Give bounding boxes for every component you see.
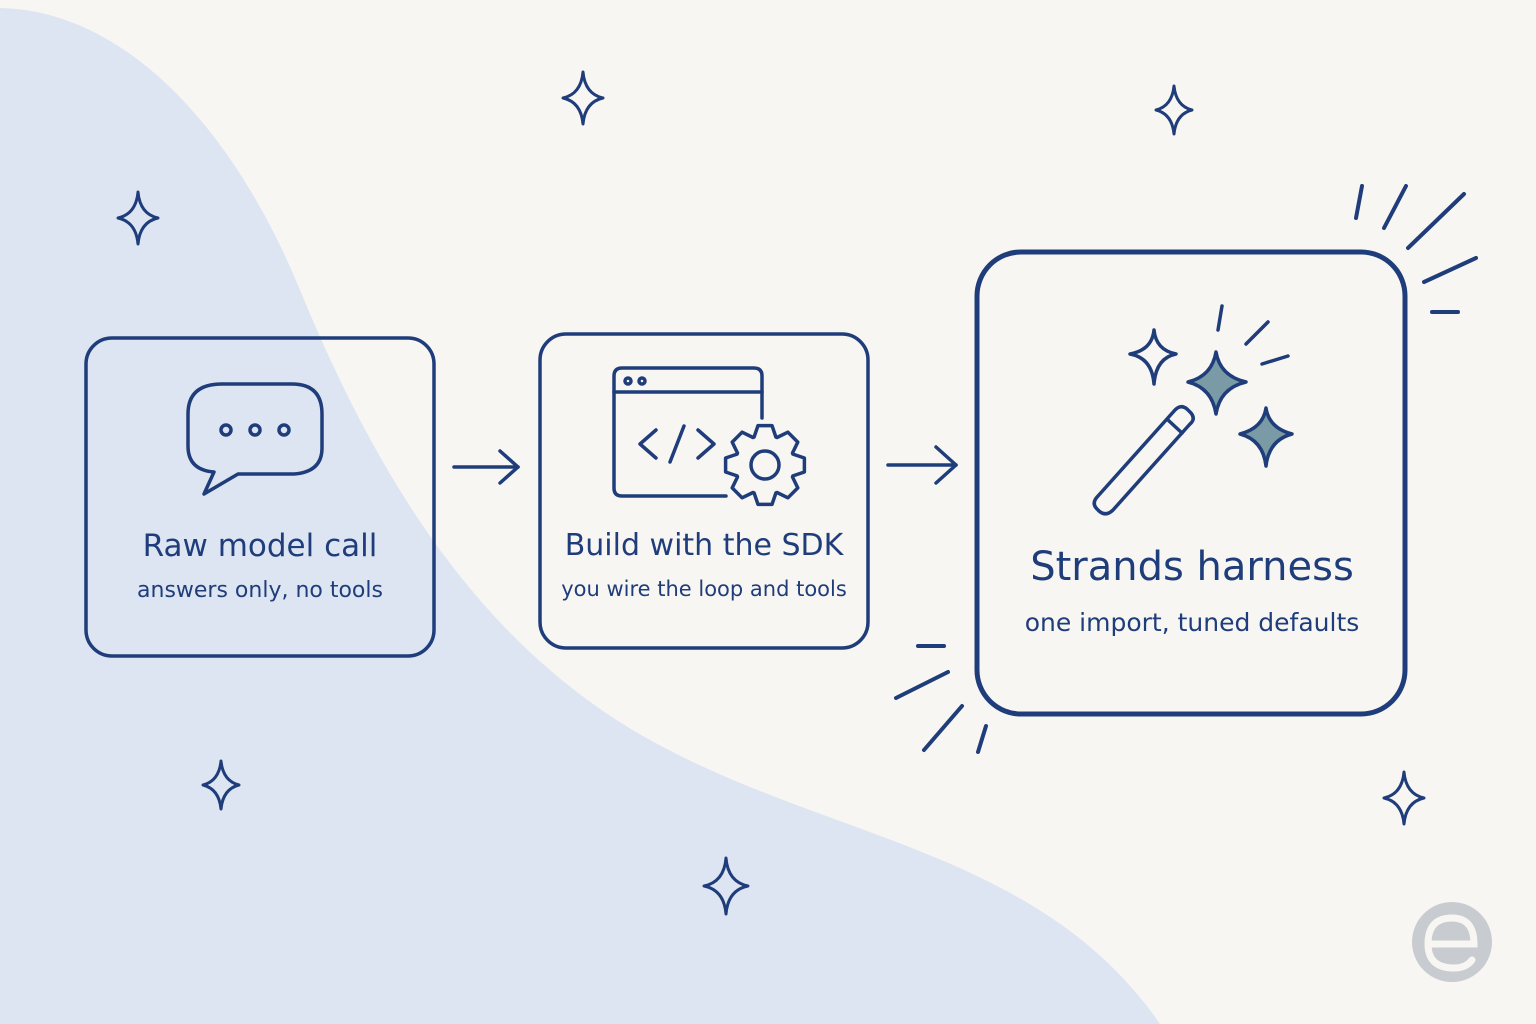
sparkle-icon xyxy=(561,70,605,126)
step-title: Strands harness xyxy=(1030,544,1354,590)
magic-wand-icon xyxy=(1092,304,1294,516)
sparkle-icon xyxy=(1154,84,1194,136)
sparkle-icon xyxy=(201,759,241,811)
step-subtitle: you wire the loop and tools xyxy=(561,577,847,601)
step-title: Build with the SDK xyxy=(564,528,844,563)
step-card-raw-model-call xyxy=(84,336,436,658)
arrow-right-icon xyxy=(886,445,958,485)
sparkle-icon xyxy=(702,856,750,916)
step-card-build-with-sdk xyxy=(538,332,870,650)
step-text-strands-harness: Strands harness one import, tuned defaul… xyxy=(980,544,1404,637)
arrow-right-icon xyxy=(452,449,520,485)
step-subtitle: one import, tuned defaults xyxy=(1024,608,1360,637)
step-text-raw-model-call: Raw model call answers only, no tools xyxy=(88,528,432,603)
step-card-strands-harness xyxy=(974,249,1408,717)
e-logo-icon xyxy=(1412,902,1492,982)
step-title: Raw model call xyxy=(142,528,378,564)
background-blob xyxy=(0,8,1160,1024)
sparkle-icon xyxy=(1382,770,1426,826)
sparkle-icon xyxy=(116,190,160,246)
step-subtitle: answers only, no tools xyxy=(137,578,383,603)
chat-bubble-icon xyxy=(186,382,324,496)
code-window-gear-icon xyxy=(612,366,807,507)
highlight-burst-lines xyxy=(894,184,1478,754)
step-text-build-with-sdk: Build with the SDK you wire the loop and… xyxy=(542,528,866,601)
